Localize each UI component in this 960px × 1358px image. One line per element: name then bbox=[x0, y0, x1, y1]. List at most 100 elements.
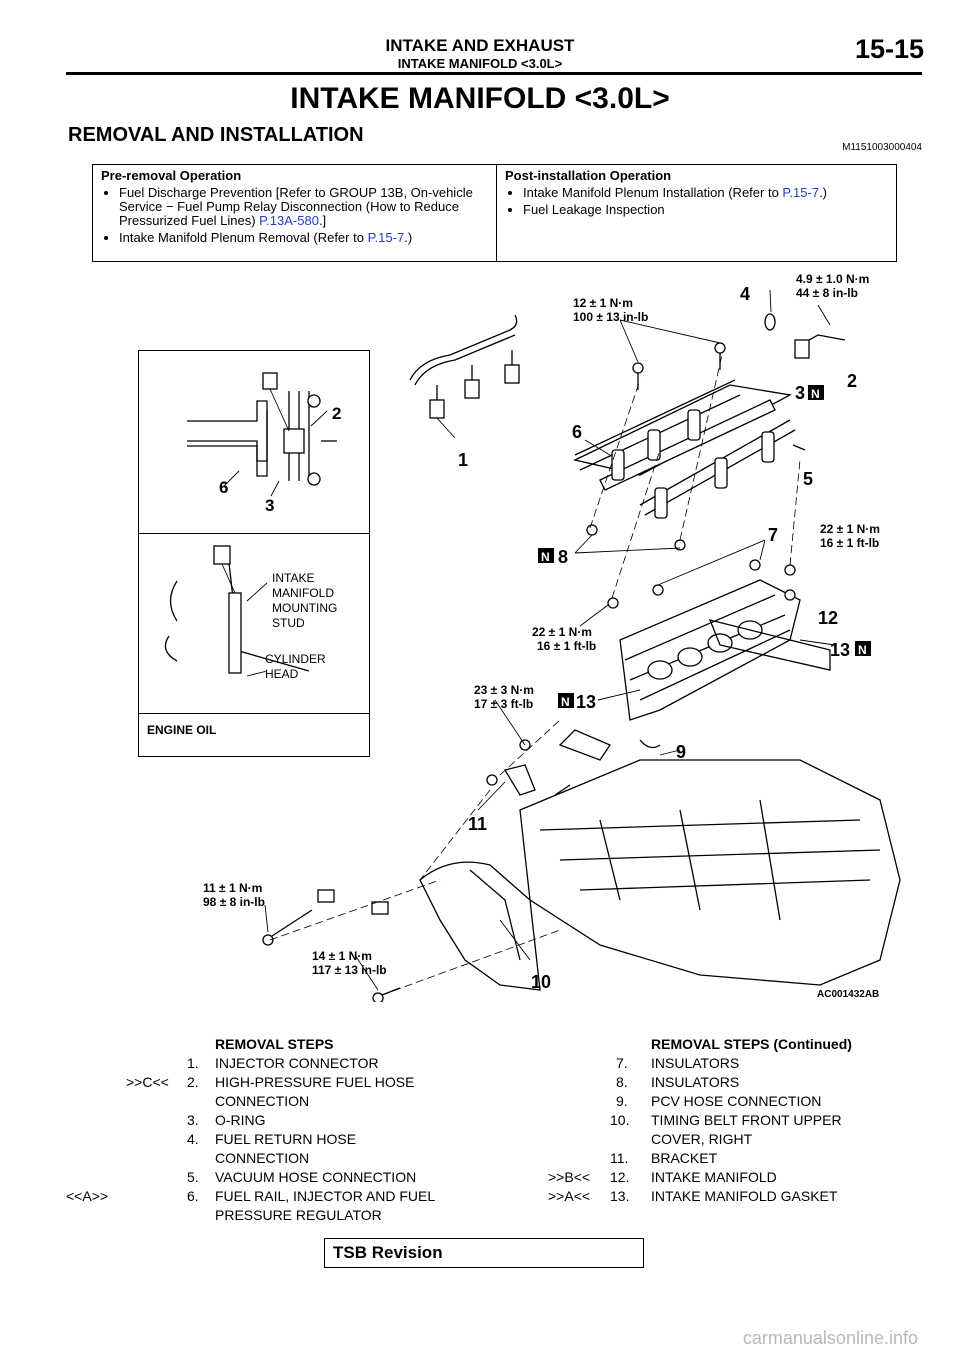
step-text: TIMING BELT FRONT UPPER bbox=[651, 1112, 842, 1128]
detail-inset: 2 6 3 INTAKE MANIFOLD MOUNTING STUD CYLI… bbox=[138, 350, 370, 757]
post-install-item: Fuel Leakage Inspection bbox=[523, 203, 888, 217]
step-text: O-RING bbox=[215, 1112, 266, 1128]
page-link[interactable]: P.13A-580 bbox=[259, 213, 319, 228]
document-id: M1151003000404 bbox=[842, 142, 922, 153]
pre-removal-heading: Pre-removal Operation bbox=[101, 168, 242, 183]
step-number: 7. bbox=[616, 1055, 628, 1071]
step-number: 8. bbox=[616, 1074, 628, 1090]
step-text: CONNECTION bbox=[215, 1150, 310, 1166]
stud-label: STUD bbox=[272, 616, 305, 630]
inset-drawing: 2 6 3 INTAKE MANIFOLD MOUNTING STUD CYLI… bbox=[164, 372, 341, 681]
step-number: 2. bbox=[187, 1074, 199, 1090]
dash-lines bbox=[269, 354, 801, 996]
removal-steps-heading: REMOVAL STEPS bbox=[215, 1036, 334, 1052]
callout-13: 13 bbox=[576, 692, 596, 712]
step-text: PCV HOSE CONNECTION bbox=[651, 1093, 822, 1109]
page-number: 15-15 bbox=[854, 34, 924, 64]
new-part-mark: N bbox=[541, 550, 550, 564]
step-number: 11. bbox=[610, 1150, 629, 1166]
leader-lines bbox=[264, 289, 836, 991]
item-text: Fuel Leakage Inspection bbox=[523, 202, 665, 217]
intake-manifold-drawing bbox=[607, 559, 831, 776]
item-text: Intake Manifold Plenum Installation (Ref… bbox=[523, 185, 783, 200]
torque-label-3: 22 ± 1 N·m bbox=[820, 522, 880, 536]
torque-label-2: 12 ± 1 N·m bbox=[573, 296, 633, 310]
step-mark: >>B<< bbox=[548, 1169, 591, 1185]
torque-label-3b: 16 ± 1 ft-lb bbox=[820, 536, 879, 550]
torque-label-1b: 44 ± 8 in-lb bbox=[796, 286, 858, 300]
step-number: 1. bbox=[187, 1055, 199, 1071]
watermark: carmanualsonline.info bbox=[742, 1328, 918, 1348]
step-number: 3. bbox=[187, 1112, 199, 1128]
tsb-revision-box: TSB Revision bbox=[324, 1238, 644, 1268]
removal-steps-continued: REMOVAL STEPS (Continued) 7. INSULATORS … bbox=[540, 1035, 920, 1235]
callout-5: 5 bbox=[803, 469, 813, 489]
stud-label: MANIFOLD bbox=[272, 586, 334, 600]
engine-drawing bbox=[519, 759, 901, 986]
torque-label-5: 23 ± 3 N·m bbox=[474, 683, 534, 697]
step-text: PRESSURE REGULATOR bbox=[215, 1207, 382, 1223]
page-link[interactable]: P.15-7 bbox=[367, 230, 405, 245]
injector-harness-drawing bbox=[409, 314, 520, 419]
page-title: INTAKE MANIFOLD <3.0L> bbox=[290, 82, 670, 115]
removal-steps-cont-heading: REMOVAL STEPS (Continued) bbox=[651, 1036, 852, 1052]
stud-label: MOUNTING bbox=[272, 601, 337, 615]
callout-8: 8 bbox=[558, 547, 568, 567]
step-number: 9. bbox=[616, 1093, 628, 1109]
torque-label-1: 4.9 ± 1.0 N·m bbox=[796, 272, 869, 286]
item-text-end: .] bbox=[318, 213, 327, 228]
step-text: INTAKE MANIFOLD bbox=[651, 1169, 777, 1185]
section-title: REMOVAL AND INSTALLATION bbox=[68, 124, 364, 146]
step-text: CONNECTION bbox=[215, 1093, 310, 1109]
step-number: 10. bbox=[610, 1112, 630, 1128]
post-install-heading: Post-installation Operation bbox=[505, 168, 672, 183]
step-number: 12. bbox=[610, 1169, 630, 1185]
pre-removal-item: Intake Manifold Plenum Removal (Refer to… bbox=[119, 231, 488, 245]
step-text: VACUUM HOSE CONNECTION bbox=[215, 1169, 417, 1185]
step-text: FUEL RETURN HOSE bbox=[215, 1131, 357, 1147]
torque-label-7b: 117 ± 13 in-lb bbox=[312, 963, 387, 977]
step-text: INSULATORS bbox=[651, 1055, 740, 1071]
step-text: BRACKET bbox=[651, 1150, 718, 1166]
callout-6: 6 bbox=[572, 422, 582, 442]
item-text: Fuel Discharge Prevention [Refer to GROU… bbox=[119, 185, 473, 228]
post-install-column: Post-installation Operation Intake Manif… bbox=[497, 165, 896, 261]
torque-label-2b: 100 ± 13 in-lb bbox=[573, 310, 648, 324]
step-text: FUEL RAIL, INJECTOR AND FUEL bbox=[215, 1188, 436, 1204]
step-text: COVER, RIGHT bbox=[651, 1131, 753, 1147]
torque-label-4b: 16 ± 1 ft-lb bbox=[537, 639, 596, 653]
head-label: CYLINDER bbox=[265, 652, 326, 666]
torque-label-5b: 17 ± 3 ft-lb bbox=[474, 697, 533, 711]
callout-11: 11 bbox=[468, 814, 487, 834]
step-text: HIGH-PRESSURE FUEL HOSE bbox=[215, 1074, 415, 1090]
post-install-item: Intake Manifold Plenum Installation (Ref… bbox=[523, 186, 888, 200]
inset-divider bbox=[139, 713, 369, 714]
inset-callout-2: 2 bbox=[332, 404, 341, 423]
inset-divider bbox=[139, 533, 369, 534]
callout-13: 13 bbox=[830, 640, 850, 660]
torque-label-6: 11 ± 1 N·m bbox=[203, 881, 262, 895]
step-number: 13. bbox=[610, 1188, 630, 1204]
item-text-end: .) bbox=[404, 230, 413, 245]
fuel-rail-drawing bbox=[573, 313, 846, 551]
step-number: 6. bbox=[187, 1188, 199, 1204]
exploded-diagram: 4.9 ± 1.0 N·m 44 ± 8 in-lb 12 ± 1 N·m 10… bbox=[203, 272, 901, 1002]
step-number: 4. bbox=[187, 1131, 199, 1147]
inset-callout-3: 3 bbox=[265, 496, 274, 515]
callout-10: 10 bbox=[531, 972, 551, 992]
torque-label-4: 22 ± 1 N·m bbox=[532, 625, 592, 639]
step-text: INSULATORS bbox=[651, 1074, 740, 1090]
step-mark: >>C<< bbox=[126, 1074, 169, 1090]
timing-cover-drawing bbox=[419, 784, 571, 991]
step-text: INJECTOR CONNECTOR bbox=[215, 1055, 379, 1071]
callout-9: 9 bbox=[676, 742, 686, 762]
section-header: INTAKE AND EXHAUST bbox=[385, 36, 575, 55]
callout-2: 2 bbox=[847, 371, 857, 391]
page-link[interactable]: P.15-7 bbox=[782, 185, 820, 200]
new-part-mark: N bbox=[811, 387, 820, 401]
callout-12: 12 bbox=[818, 608, 838, 628]
operations-box: Pre-removal Operation Fuel Discharge Pre… bbox=[92, 164, 897, 262]
engine-oil-label: ENGINE OIL bbox=[147, 723, 217, 737]
stud-label: INTAKE bbox=[272, 571, 314, 585]
inset-callout-6: 6 bbox=[219, 478, 228, 497]
